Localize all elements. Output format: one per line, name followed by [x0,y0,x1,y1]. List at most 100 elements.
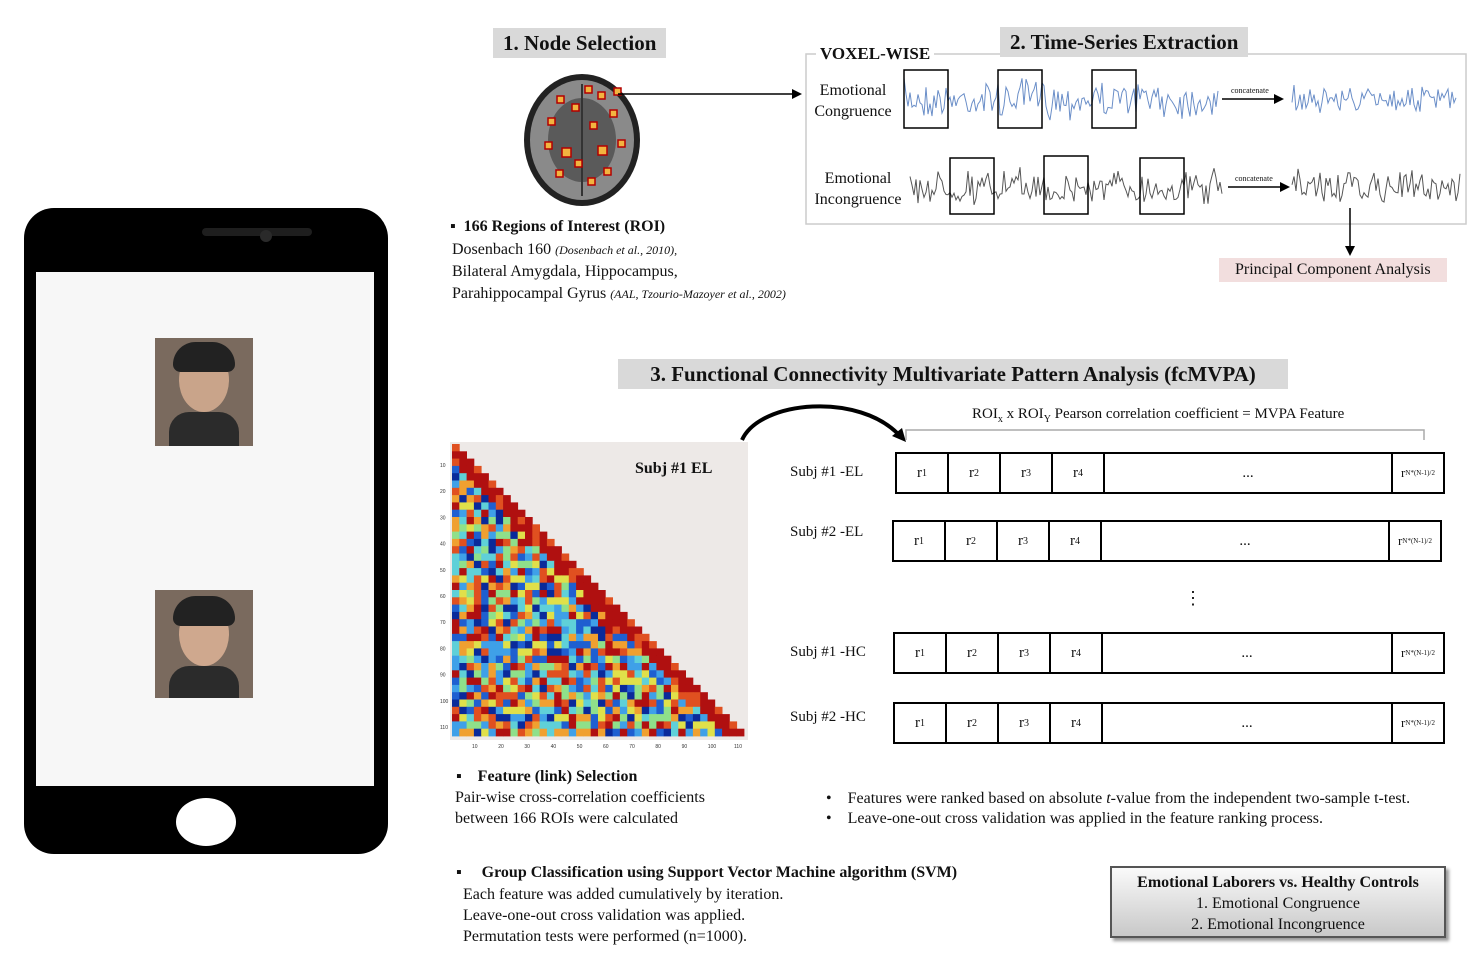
matrix-cell [481,524,489,532]
matrix-y-tick: 30 [440,515,446,521]
matrix-cell [539,560,548,569]
matrix-cell [722,728,730,737]
matrix-cell [466,568,475,576]
matrix-cell [561,721,570,730]
matrix-cell [561,560,570,569]
matrix-cell [481,495,489,503]
matrix-cell [539,597,548,605]
matrix-cell [481,560,489,569]
matrix-cell [473,546,482,554]
matrix-cell [641,728,650,737]
matrix-cell [459,590,467,598]
matrix-cell [568,590,577,598]
matrix-cell [495,619,504,627]
matrix-x-tick: 40 [551,744,557,750]
matrix-y-tick: 10 [440,463,446,469]
matrix-cell [532,531,540,540]
matrix-cell [685,684,694,693]
matrix-cell [700,714,708,722]
matrix-cell [619,648,628,657]
matrix-cell [568,560,577,569]
row-label-2: Subj #2 -EL [790,524,864,540]
feature-selection-line1: Pair-wise cross-correlation coefficients [455,789,705,806]
matrix-cell [525,663,533,671]
matrix-cell [517,648,526,657]
matrix-cell [488,699,497,708]
matrix-cell [605,626,613,635]
matrix-cell [576,677,584,686]
matrix-cell [568,626,577,635]
matrix-cell [554,684,562,693]
matrix-cell [466,575,475,584]
matrix-cell [488,560,497,569]
matrix-cell [525,568,533,576]
matrix-cell [488,721,497,730]
matrix-cell [568,619,577,627]
matrix-cell [488,663,497,671]
matrix-cell [576,714,584,722]
matrix-cell [671,699,679,708]
groups-box: Emotional Laborers vs. Healthy Controls … [1110,866,1446,938]
matrix-cell [495,597,504,605]
matrix-cell [473,619,482,627]
matrix-cell [649,663,657,671]
matrix-cell [452,590,460,598]
matrix-cell [598,670,606,678]
matrix-cell [656,721,665,730]
matrix-cell [495,663,504,671]
matrix-cell [532,692,540,700]
matrix-cell [517,582,526,591]
matrix-cell [481,604,489,613]
matrix-cell [466,517,475,525]
matrix-cell [452,560,460,569]
matrix-x-tick: 50 [577,744,583,750]
matrix-cell [452,597,460,605]
matrix-cell [452,604,460,613]
matrix-cell [554,575,562,584]
matrix-cell [576,706,584,715]
matrix-x-tick: 90 [682,744,688,750]
matrix-cell [546,582,555,591]
matrix-cell [503,582,511,591]
matrix-y-tick: 70 [440,620,446,626]
matrix-cell [649,648,657,657]
matrix-cell [605,641,613,649]
matrix-cell [473,502,482,511]
matrix-cell [539,538,548,547]
matrix-cell [488,684,497,693]
matrix-cell [554,568,562,576]
matrix-cell [510,517,519,525]
matrix-cell [459,684,467,693]
matrix-cell [634,641,643,649]
matrix-cell [634,706,643,715]
matrix-cell [619,692,628,700]
matrix-cell [525,531,533,540]
matrix-cell [539,721,548,730]
matrix-cell [481,692,489,700]
matrix-cell [532,684,540,693]
matrix-cell [619,706,628,715]
matrix-cell [590,721,599,730]
matrix-cell [517,692,526,700]
matrix-cell [576,641,584,649]
matrix-cell [649,721,657,730]
matrix-cell [488,546,497,554]
matrix-cell [656,684,665,693]
matrix-x-tick: 80 [655,744,661,750]
matrix-cell [612,641,621,649]
feature-ellipsis: ... [1105,454,1393,492]
matrix-cell [663,655,672,664]
matrix-cell [612,706,621,715]
matrix-cell [459,480,467,489]
matrix-cell [510,538,519,547]
matrix-cell [576,626,584,635]
matrix-cell [473,670,482,678]
matrix-cell [517,721,526,730]
matrix-cell [612,721,621,730]
matrix-cell [612,648,621,657]
matrix-cell [700,692,708,700]
matrix-cell [510,699,519,708]
